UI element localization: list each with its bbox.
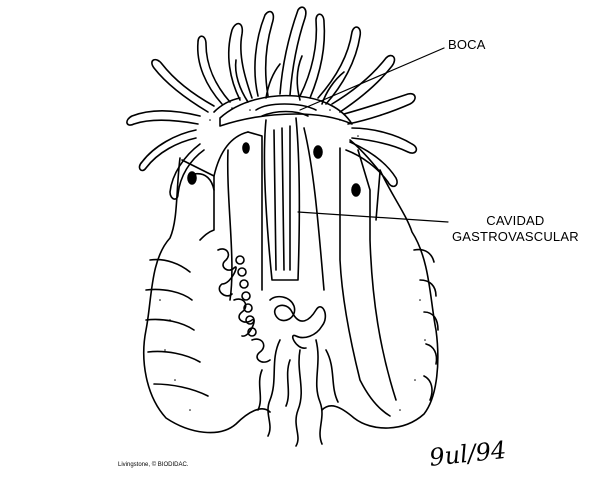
label-mouth: BOCA xyxy=(448,37,486,52)
body-column xyxy=(143,157,271,434)
label-gastrovascular-line1: CAVIDAD xyxy=(486,213,545,228)
label-gastrovascular-line2: GASTROVASCULAR xyxy=(452,229,579,244)
pharynx xyxy=(263,117,301,281)
oral-disc xyxy=(219,94,353,127)
label-gastrovascular-cavity: CAVIDAD GASTROVASCULAR xyxy=(452,213,579,245)
mesenterial-filaments xyxy=(217,248,339,447)
cavity-leader-line xyxy=(297,211,449,223)
credit-text: Livingstone, © BIODIDAC. xyxy=(118,462,189,468)
tentacle-crown xyxy=(126,6,418,200)
mouth-leader-line xyxy=(299,47,445,111)
stipple-texture xyxy=(159,107,426,411)
